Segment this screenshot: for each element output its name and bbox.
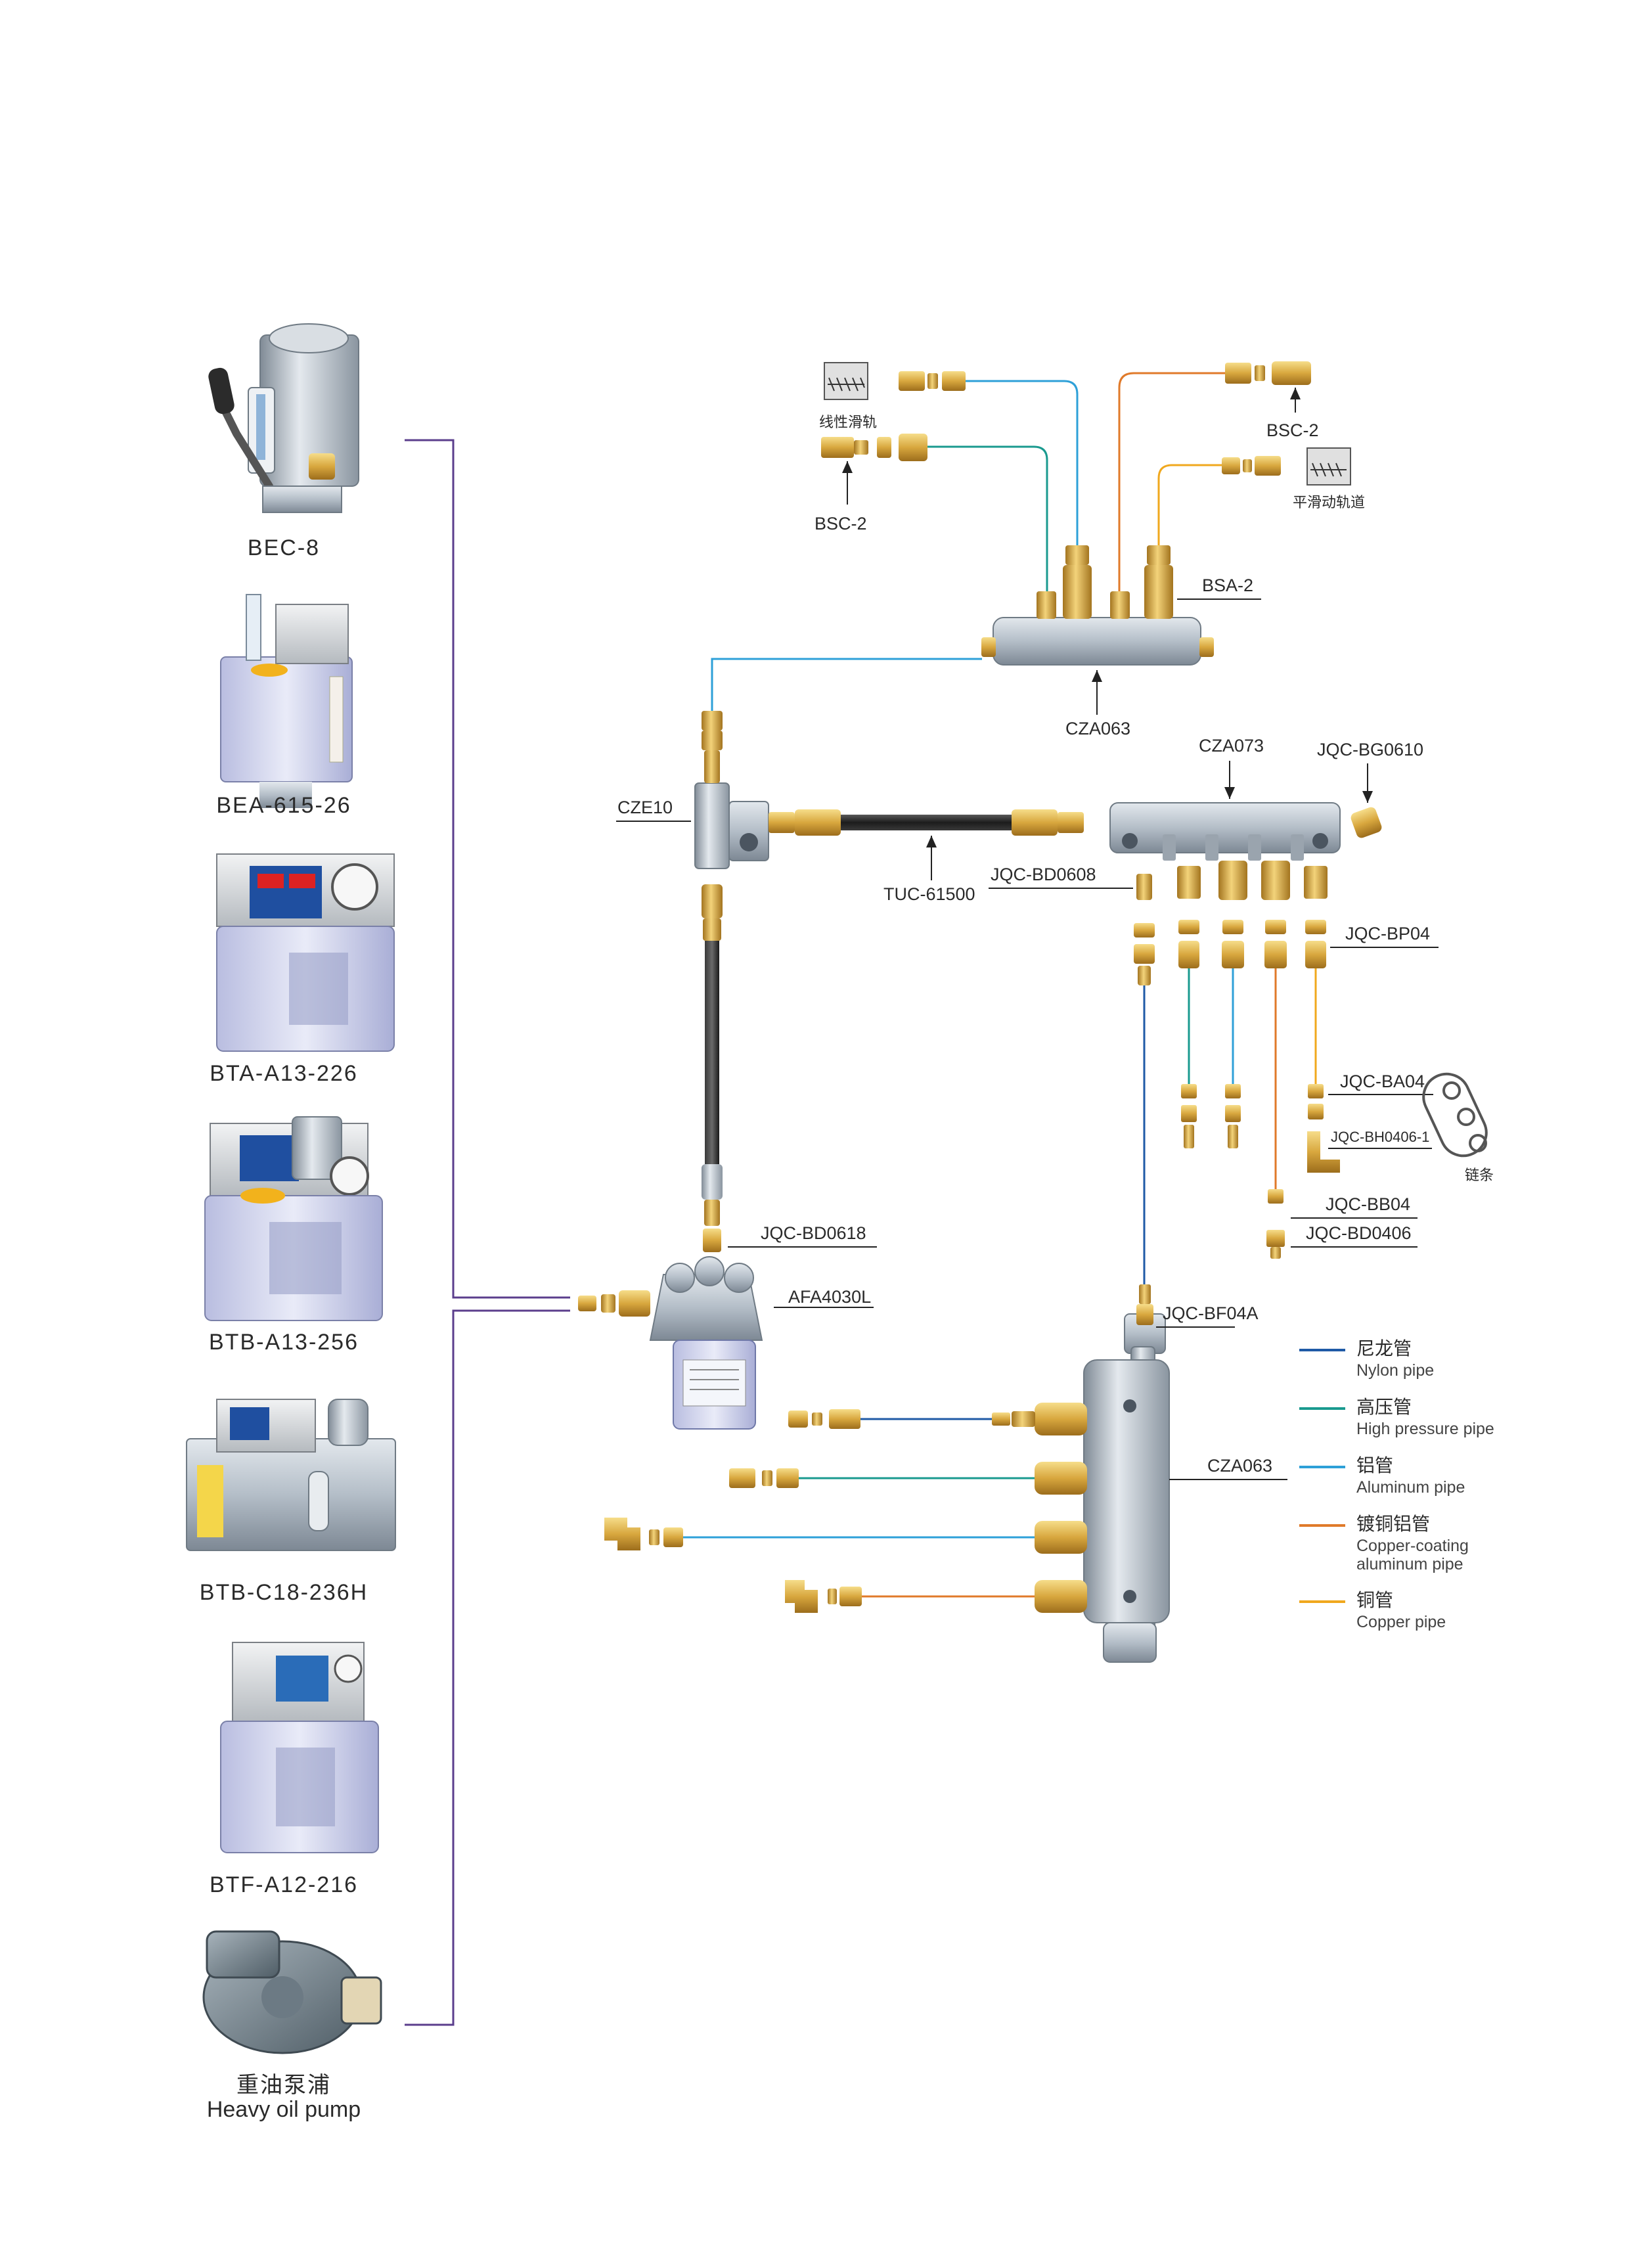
label-afa4030l: AFA4030L [788, 1287, 871, 1307]
legend-copper-en: Copper pipe [1356, 1613, 1446, 1631]
leader-bsc2-left-arrow [842, 461, 853, 473]
legend-item-nylon: 尼龙管 Nylon pipe [1299, 1338, 1434, 1380]
product-label-heavy-oil-pump-cn: 重油泵浦 [236, 2073, 331, 2098]
pipe-legend: 尼龙管 Nylon pipe 高压管 High pressure pipe 铝管… [1299, 1338, 1494, 1631]
label-jqc-bd0406: JQC-BD0406 [1306, 1223, 1412, 1243]
leader-bsc2-right-arrow [1290, 388, 1301, 399]
pipe-nylon-tee-to-cza063 [711, 658, 982, 731]
leader-cza073-arrow [1224, 787, 1235, 799]
btb-c18-236h-pump-image [186, 1399, 396, 1551]
legend-copper-coating-en2: aluminum pipe [1356, 1555, 1463, 1573]
cza073-output-fittings [1134, 861, 1328, 985]
hose-horizontal-tuc61500 [769, 809, 1084, 836]
leader-jqc-bg0610-arrow [1362, 791, 1373, 803]
label-jqc-bd0608: JQC-BD0608 [991, 865, 1096, 884]
tee-cze10 [694, 731, 769, 869]
product-label-heavy-oil-pump-en: Heavy oil pump [207, 2097, 361, 2122]
legend-item-high-pressure: 高压管 High pressure pipe [1299, 1397, 1494, 1438]
bottom-output-fittings [604, 1409, 1035, 1613]
distributor-cza073 [1109, 802, 1382, 861]
label-jqc-bh0406: JQC-BH0406-1 [1331, 1129, 1429, 1145]
pipe-high-pressure-to-linear-rail-2 [927, 445, 1048, 591]
linear-rail-icon [824, 362, 868, 400]
product-label-bec8: BEC-8 [248, 535, 320, 560]
label-jqc-bf04a: JQC-BF04A [1163, 1303, 1259, 1323]
legend-nylon-en: Nylon pipe [1356, 1361, 1434, 1380]
label-tuc61500: TUC-61500 [883, 884, 975, 904]
label-bsa2: BSA-2 [1202, 576, 1253, 595]
legend-nylon-cn: 尼龙管 [1356, 1338, 1412, 1359]
legend-copper-coating-cn: 镀铜铝管 [1356, 1514, 1430, 1534]
fitting-tee-top [702, 711, 723, 731]
pipe-copper-coating-to-bsc2 [1118, 372, 1232, 591]
product-label-btb-c18-236h: BTB-C18-236H [200, 1580, 368, 1605]
distributor-cza063-top [981, 545, 1214, 666]
label-chain: 链条 [1465, 1167, 1494, 1183]
flat-rail-fittings [1222, 456, 1281, 476]
distributor-cza063-bottom [1035, 1284, 1170, 1663]
flat-rail-icon [1306, 447, 1351, 485]
label-flat-rail: 平滑动轨道 [1293, 494, 1365, 510]
legend-copper-coating-en: Copper-coating [1356, 1537, 1469, 1555]
label-jqc-ba04: JQC-BA04 [1340, 1072, 1425, 1091]
heavy-oil-pump-image [202, 1930, 382, 2054]
label-bsc2-left: BSC-2 [815, 514, 867, 533]
leader-cza063-top-arrow [1092, 670, 1102, 682]
bsc2-right-fittings [1225, 361, 1311, 385]
bsc2-left-fittings [821, 434, 927, 461]
legend-item-copper-coating: 镀铜铝管 Copper-coating aluminum pipe [1299, 1514, 1469, 1573]
product-label-bta-a13-226: BTA-A13-226 [210, 1061, 357, 1086]
legend-aluminum-en: Aluminum pipe [1356, 1478, 1465, 1497]
product-bracket [405, 439, 570, 2026]
legend-aluminum-cn: 铝管 [1356, 1455, 1393, 1476]
label-linear-rail: 线性滑轨 [819, 414, 877, 430]
product-label-btb-a13-256: BTB-A13-256 [209, 1330, 359, 1355]
legend-high-pressure-en: High pressure pipe [1356, 1420, 1494, 1438]
label-cza063-bottom: CZA063 [1207, 1456, 1272, 1476]
filter-afa4030l [649, 1229, 763, 1430]
linear-rail-fittings-top [899, 371, 966, 391]
product-column: BEC-8 BEA-615-26 BTA-A13-226 [186, 323, 396, 2122]
bec8-pump-image [208, 323, 359, 513]
legend-high-pressure-cn: 高压管 [1356, 1397, 1412, 1417]
label-bsc2-right: BSC-2 [1266, 420, 1319, 440]
hose-vertical [702, 884, 723, 1226]
label-jqc-bg0610: JQC-BG0610 [1317, 740, 1423, 759]
label-cza073: CZA073 [1199, 736, 1264, 756]
drop-end-fittings [1181, 1084, 1340, 1259]
label-jqc-bb04: JQC-BB04 [1326, 1194, 1410, 1214]
label-cza063-top: CZA063 [1065, 719, 1130, 738]
legend-copper-cn: 铜管 [1356, 1590, 1393, 1610]
bta-a13-226-pump-image [216, 853, 395, 1052]
label-jqc-bp04: JQC-BP04 [1345, 924, 1430, 943]
product-label-bea-615-26: BEA-615-26 [216, 793, 351, 818]
btb-a13-256-pump-image [204, 1116, 383, 1321]
label-jqc-bd0618: JQC-BD0618 [761, 1223, 866, 1243]
legend-item-aluminum: 铝管 Aluminum pipe [1299, 1455, 1465, 1497]
label-cze10: CZE10 [617, 798, 673, 817]
pipe-copper-to-flat-rail [1157, 464, 1225, 545]
product-label-btf-a12-216: BTF-A12-216 [210, 1872, 358, 1897]
leader-tuc61500-arrow [926, 836, 937, 847]
bea-615-26-pump-image [220, 594, 353, 808]
btf-a12-216-pump-image [220, 1642, 379, 1853]
inlet-fittings [578, 1290, 650, 1317]
pipe-aluminum-to-linear-rail-1 [966, 380, 1079, 545]
chain-icon [1422, 1072, 1488, 1158]
legend-item-copper: 铜管 Copper pipe [1299, 1590, 1446, 1631]
